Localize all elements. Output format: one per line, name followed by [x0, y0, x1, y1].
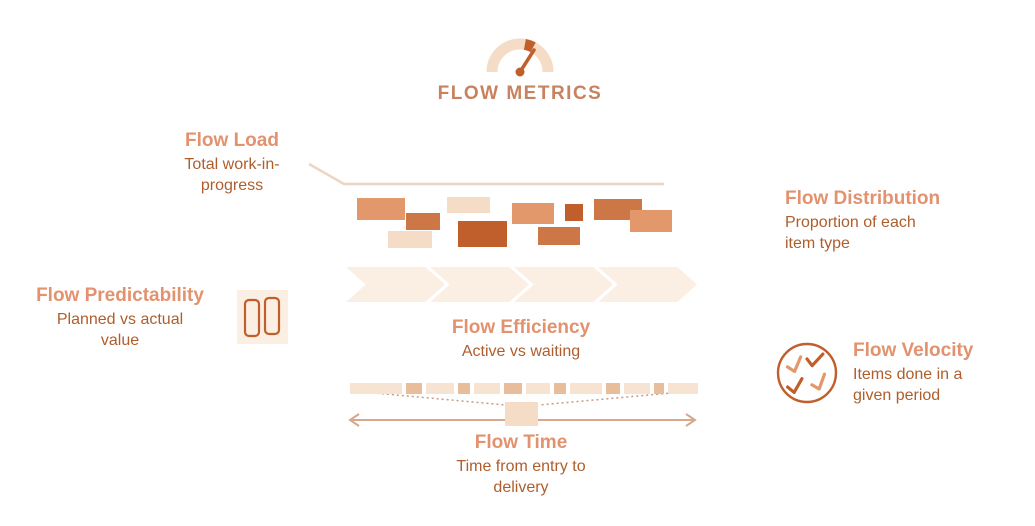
work-item-block — [538, 227, 580, 245]
timeline-segment — [526, 383, 550, 394]
timeline-segment — [406, 383, 422, 394]
planned-vs-actual-cards-icon — [237, 290, 288, 344]
work-item-block — [406, 213, 440, 230]
checkmarks-in-circle-icon — [776, 342, 838, 404]
flow-velocity-title: Flow Velocity — [853, 340, 974, 361]
flow-velocity-section: Flow Velocity Items done in a given peri… — [853, 339, 1018, 406]
work-item-block — [630, 210, 672, 232]
flow-time-title: Flow Time — [474, 432, 568, 453]
flow-load-callout-line — [308, 162, 664, 186]
flow-efficiency-section: Flow Efficiency Active vs waiting — [428, 316, 614, 362]
timeline-segment — [474, 383, 500, 394]
flow-time-desc: Time from entry to delivery — [456, 457, 586, 496]
timeline-segment — [668, 383, 698, 394]
flow-predictability-title: Flow Predictability — [36, 285, 204, 306]
timeline-segment — [504, 383, 522, 394]
work-item-block — [565, 204, 583, 221]
flow-efficiency-desc: Active vs waiting — [461, 342, 581, 360]
timeline-segment — [554, 383, 566, 394]
flow-load-section: Flow Load Total work-in-progress — [148, 129, 316, 196]
flow-distribution-desc: Proportion of each item type — [785, 213, 916, 252]
work-item-block — [388, 231, 432, 248]
timeline-segment — [458, 383, 470, 394]
flow-distribution-section: Flow Distribution Proportion of each ite… — [785, 187, 985, 254]
process-arrow-icon — [346, 267, 445, 302]
work-item-block — [458, 221, 507, 247]
work-item-block — [512, 203, 554, 224]
page-title: FLOW METRICS — [437, 83, 603, 104]
timeline-segment — [426, 383, 454, 394]
timeline-segment — [570, 383, 602, 394]
timeline-segment — [606, 383, 620, 394]
timeline-segment — [350, 383, 402, 394]
flow-time-section: Flow Time Time from entry to delivery — [432, 431, 610, 498]
flow-velocity-desc: Items done in a given period — [853, 365, 963, 404]
process-arrows-band — [346, 267, 697, 302]
work-item-block — [594, 199, 642, 220]
flow-predictability-section: Flow Predictability Planned vs actual va… — [16, 284, 224, 351]
work-item-block — [357, 198, 405, 220]
gauge-icon — [486, 38, 554, 77]
flow-time-center-block — [505, 402, 538, 426]
flow-time-strip — [350, 383, 698, 394]
flow-predictability-desc: Planned vs actual value — [56, 310, 184, 349]
timeline-segment — [654, 383, 664, 394]
flow-efficiency-title: Flow Efficiency — [451, 317, 591, 338]
work-item-block — [447, 197, 490, 213]
flow-distribution-title: Flow Distribution — [785, 188, 941, 209]
flow-load-title: Flow Load — [185, 130, 279, 151]
flow-load-desc: Total work-in-progress — [184, 155, 280, 194]
timeline-segment — [624, 383, 650, 394]
